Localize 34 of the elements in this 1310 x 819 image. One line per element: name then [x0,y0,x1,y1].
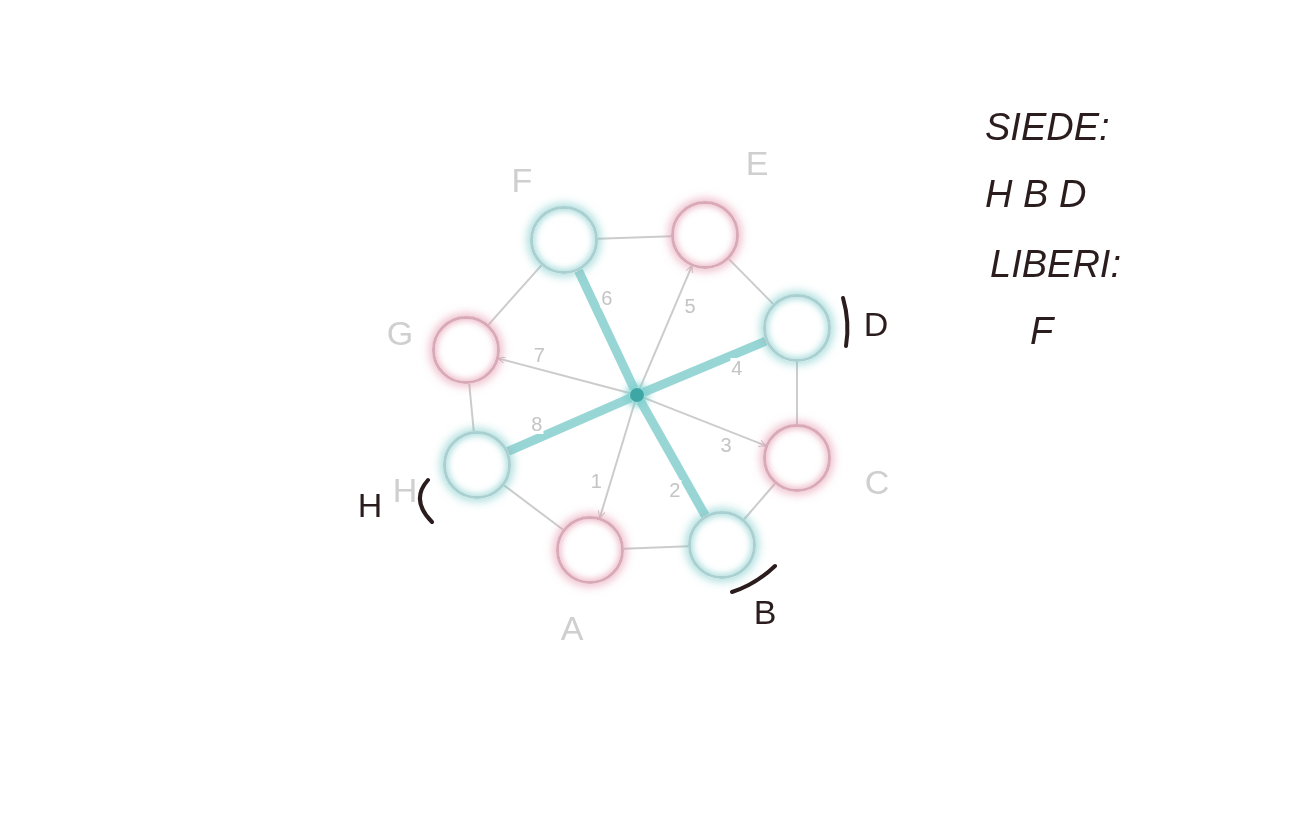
seat-letter: B [753,595,777,629]
highlighted-arrow [641,336,768,397]
edge-label: 5 [683,296,697,316]
handwritten-note: F [1030,312,1054,350]
connector-line [597,235,672,240]
seat-circle [671,201,739,269]
connector-line [468,382,475,433]
arrow [497,356,632,395]
seat-circle [556,516,624,584]
arrow [597,400,636,519]
arrow [642,396,767,447]
handwritten-note: SIEDE: [985,108,1110,146]
seat-letter: D [863,307,889,341]
seat-circle [432,316,500,384]
seat-letter: H [357,488,383,522]
edge-label: 1 [589,471,603,491]
connector-line [796,361,798,425]
seat-circle [763,424,831,492]
highlighted-arrow [636,398,710,518]
center-dot [630,388,644,402]
seat-circle [763,294,831,362]
handwritten-note: LIBERI: [990,245,1121,283]
connector-line [503,484,564,531]
handwritten-note: H B D [985,175,1087,213]
connector-line [623,545,689,550]
connector-line [487,264,543,326]
seat-circle [530,206,598,274]
highlighted-arrow [506,393,633,456]
highlighted-arrow [574,268,639,391]
seat-circle [688,511,756,579]
seat-circle [443,431,511,499]
connector-line [743,482,776,521]
connector-line [727,258,775,305]
arrow [638,265,693,390]
